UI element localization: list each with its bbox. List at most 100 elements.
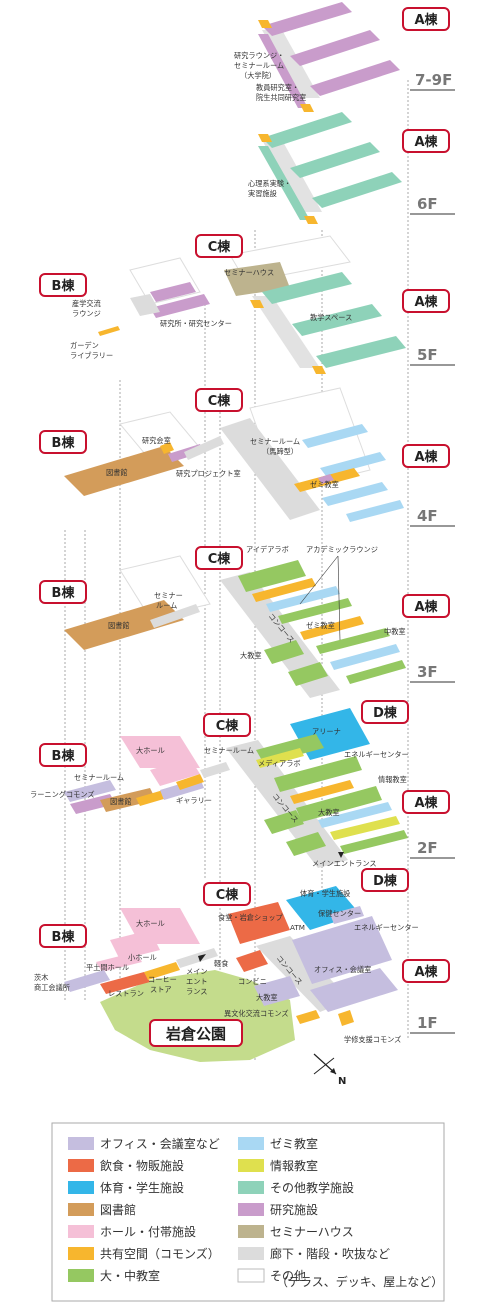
legend-label: ホール・付帯施設 [100,1224,196,1239]
building-a-label: A棟 [414,964,438,980]
legend-swatch [68,1181,94,1194]
common-space [160,442,174,454]
lecture-room [296,786,382,822]
lecture-room [274,756,362,792]
label: ATM [290,923,305,932]
label: 研究会室 [142,436,171,445]
building-a-badge [402,790,450,814]
legend-label: 共有空間（コモンズ） [100,1246,220,1261]
common-space [250,300,264,308]
label: ラウンジ [72,309,101,318]
park-label: 岩倉公園 [165,1025,226,1043]
building-c-label: C棟 [208,551,232,567]
building-a-badge [402,129,450,153]
common-space [338,1010,354,1026]
building-a-label: A棟 [414,449,438,465]
label: 商工会議所 [34,983,70,992]
seminar-house [224,262,290,296]
label: 大教室 [318,808,340,817]
building-d-badge [361,700,409,724]
research-wing [150,282,196,302]
building-c-badge [203,713,251,737]
legend-swatch [238,1159,264,1172]
building-a-badge [402,7,450,31]
library [64,446,184,496]
legend-label: セミナーハウス [270,1225,354,1239]
legend-swatch [68,1137,94,1150]
label: 茨木 [34,973,48,982]
label: メディアラボ [258,759,301,768]
common-space [304,216,318,224]
label: オフィス・会議室 [314,965,371,974]
building-b-label: B棟 [52,278,76,294]
label: 小ホール [128,953,157,962]
floor-label: 3F [417,663,438,681]
corridor [184,436,224,460]
legend: オフィス・会議室などゼミ教室飲食・物販施設情報教室体育・学生施設その他教学施設図… [51,1122,445,1302]
office [64,970,110,992]
label: メイン [186,967,208,976]
label: 研究所・研究センター [160,319,232,328]
building-b-label: B棟 [52,585,76,601]
label: 研究ラウンジ・ [234,51,284,60]
building-c-label: C棟 [216,887,240,903]
building-b-label: B棟 [52,748,76,764]
food [228,902,290,944]
hall-support [150,758,200,786]
floor-2: アリーナ 大ホール セミナールーム メディアラボ エネルギーセンター セミナール… [30,700,455,868]
building-d-badge [361,868,409,892]
research-wing [310,60,400,96]
label: ギャラリー [176,796,212,805]
floor-1: 体育・学生施設 食堂・岩倉ショップ 保健センター ATM エネルギーセンター 大… [34,868,455,1087]
building-a-badge [402,444,450,468]
hall-support [110,930,160,960]
edu-wing [316,336,406,368]
office [292,916,392,984]
label: 大ホール [136,919,165,928]
building-c-badge [195,388,243,412]
legend-label: オフィス・会議室など [100,1136,220,1151]
legend-swatch [68,1247,94,1260]
legend-label: 情報教室 [270,1158,318,1173]
lecture-room [278,598,352,624]
building-d-label: D棟 [373,873,398,889]
floor-label: 4F [417,507,438,525]
edu-wing [290,142,380,178]
label: エネルギーセンター [354,923,419,932]
legend-swatch [237,1268,265,1283]
building-b-badge [39,743,87,767]
building-a-label: A棟 [414,599,438,615]
seminar-room [302,424,368,448]
label: 体育・学生施設 [300,889,350,898]
food [236,950,268,972]
legend-label: 図書館 [100,1202,136,1217]
label: 軽食 [214,959,228,968]
label: 院生共同研究室 [256,93,306,102]
label: セミナールーム [234,61,284,70]
label: ゼミ教室 [306,621,335,630]
label: ルーム [156,601,177,610]
legend-swatch [68,1203,94,1216]
label: レストラン [108,989,144,998]
corridor [262,140,322,212]
label: ライブラリー [70,351,113,360]
common-space [258,20,272,28]
label: アリーナ [312,727,341,736]
research-wing [290,30,380,66]
label: コンビニ [238,977,267,986]
legend-swatch [238,1137,264,1150]
legend-note: （テラス、デッキ、屋上など） [276,1274,443,1289]
office [64,780,116,802]
seminar-room [346,500,404,522]
legend-label: 体育・学生施設 [100,1180,184,1195]
label: 平土間ホール [86,963,129,972]
compass-icon: N [313,1053,346,1087]
label: （馬蹄型） [262,447,298,456]
building-a-badge [402,289,450,313]
common-space [252,578,316,602]
label: ゼミ教室 [310,480,339,489]
legend-swatch [238,1181,264,1194]
hall-support [96,952,142,972]
building-c-badge [203,882,251,906]
park [100,970,295,1062]
